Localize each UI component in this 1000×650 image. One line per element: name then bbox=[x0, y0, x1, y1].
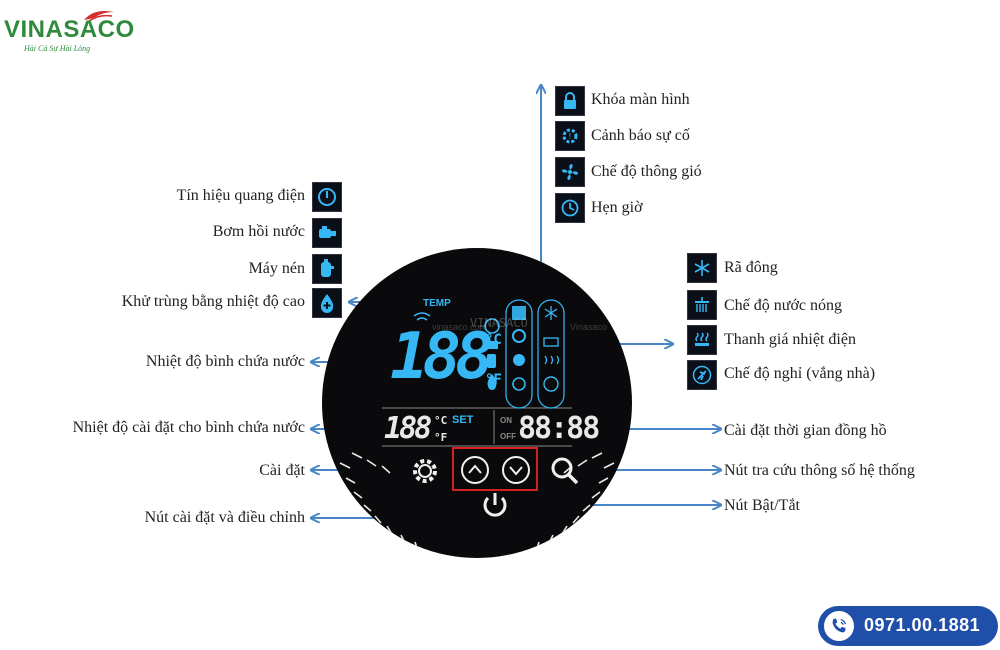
label-defrost: Rã đông bbox=[724, 259, 778, 276]
main-unit-c: °C bbox=[485, 332, 502, 348]
indicator-capsule-left bbox=[505, 299, 533, 409]
label-electric-heater: Thanh giá nhiệt điện bbox=[724, 331, 856, 348]
main-unit-f: °F bbox=[485, 372, 502, 388]
water-drop-icon bbox=[312, 288, 342, 318]
snowflake-icon bbox=[687, 253, 717, 283]
wifi-icon bbox=[413, 312, 431, 321]
down-button[interactable] bbox=[500, 454, 532, 486]
label-settings: Cài đặt bbox=[259, 462, 305, 479]
power-icon bbox=[483, 493, 507, 517]
fan-icon bbox=[555, 157, 585, 187]
lookup-button[interactable] bbox=[548, 454, 582, 488]
up-button[interactable] bbox=[459, 454, 491, 486]
dial-ticks bbox=[339, 452, 615, 552]
compressor-icon bbox=[312, 254, 342, 284]
watermark-right: Vinasaco bbox=[570, 322, 607, 332]
on-label: ON bbox=[500, 416, 512, 425]
label-timer: Hẹn giờ bbox=[591, 199, 643, 216]
main-temperature: 188 bbox=[390, 320, 494, 394]
label-hot-water: Chế độ nước nóng bbox=[724, 297, 843, 314]
adjust-buttons-highlight bbox=[452, 447, 538, 491]
phone-badge[interactable]: 0971.00.1881 bbox=[818, 606, 998, 646]
pump-icon bbox=[312, 218, 342, 248]
phone-number: 0971.00.1881 bbox=[864, 615, 981, 635]
gear-icon bbox=[413, 459, 437, 483]
svg-text:!: ! bbox=[568, 132, 571, 141]
warning-gear-icon: ! bbox=[555, 121, 585, 151]
power-button[interactable] bbox=[478, 488, 512, 522]
brand-logo: VINASACO Hài Cả Sự Hài Lòng bbox=[4, 4, 134, 60]
label-system-lookup: Nút tra cứu thông số hệ thống bbox=[724, 462, 915, 479]
lock-icon bbox=[555, 86, 585, 116]
airplane-icon bbox=[687, 360, 717, 390]
temp-label: TEMP bbox=[423, 298, 451, 309]
control-panel: TEMP 188 °C °F 188 °C SET °F ON OFF 88:8… bbox=[322, 248, 632, 558]
label-set-temp: Nhiệt độ cài đặt cho bình chứa nước bbox=[72, 419, 305, 436]
set-unit-f: °F bbox=[434, 431, 448, 444]
brand-tagline: Hài Cả Sự Hài Lòng bbox=[24, 44, 91, 53]
chevron-up-icon bbox=[461, 456, 489, 484]
brand-name: VINASACO bbox=[4, 16, 135, 43]
label-power-button: Nút Bật/Tắt bbox=[724, 497, 800, 514]
clock-display: 88:88 bbox=[518, 411, 600, 446]
label-adjust-buttons: Nút cài đặt và điều chỉnh bbox=[144, 509, 305, 526]
label-screen-lock: Khóa màn hình bbox=[591, 91, 690, 108]
set-temperature: 188 bbox=[384, 411, 432, 446]
shower-icon bbox=[687, 290, 717, 320]
label-return-pump: Bơm hồi nước bbox=[212, 223, 305, 240]
control-panel-face bbox=[322, 248, 632, 558]
watermark-center: VINASACO bbox=[470, 316, 528, 330]
off-label: OFF bbox=[500, 432, 516, 441]
indicator-capsule-right bbox=[537, 299, 565, 409]
power-plug-icon bbox=[312, 182, 342, 212]
search-icon bbox=[551, 457, 579, 485]
logo-swoosh-icon bbox=[84, 11, 114, 23]
clock-icon bbox=[555, 193, 585, 223]
set-unit-c: °C bbox=[434, 414, 448, 427]
settings-button[interactable] bbox=[408, 454, 442, 488]
label-fault-warning: Cảnh báo sự cố bbox=[591, 127, 690, 144]
chevron-down-icon bbox=[502, 456, 530, 484]
label-vacation: Chế độ nghỉ (vắng nhà) bbox=[724, 365, 876, 382]
label-photo-signal: Tín hiệu quang điện bbox=[176, 187, 305, 204]
label-compressor: Máy nén bbox=[248, 260, 305, 277]
label-tank-temp: Nhiệt độ bình chứa nước bbox=[145, 353, 305, 370]
heater-icon bbox=[687, 325, 717, 355]
label-clock-setting: Cài đặt thời gian đồng hồ bbox=[724, 422, 887, 439]
phone-icon bbox=[822, 609, 856, 643]
label-ventilation: Chế độ thông gió bbox=[591, 163, 702, 180]
set-label: SET bbox=[452, 414, 474, 426]
watermark-left: vinasaco.com bbox=[432, 322, 488, 332]
label-sterilize: Khử trùng bằng nhiệt độ cao bbox=[121, 293, 305, 310]
